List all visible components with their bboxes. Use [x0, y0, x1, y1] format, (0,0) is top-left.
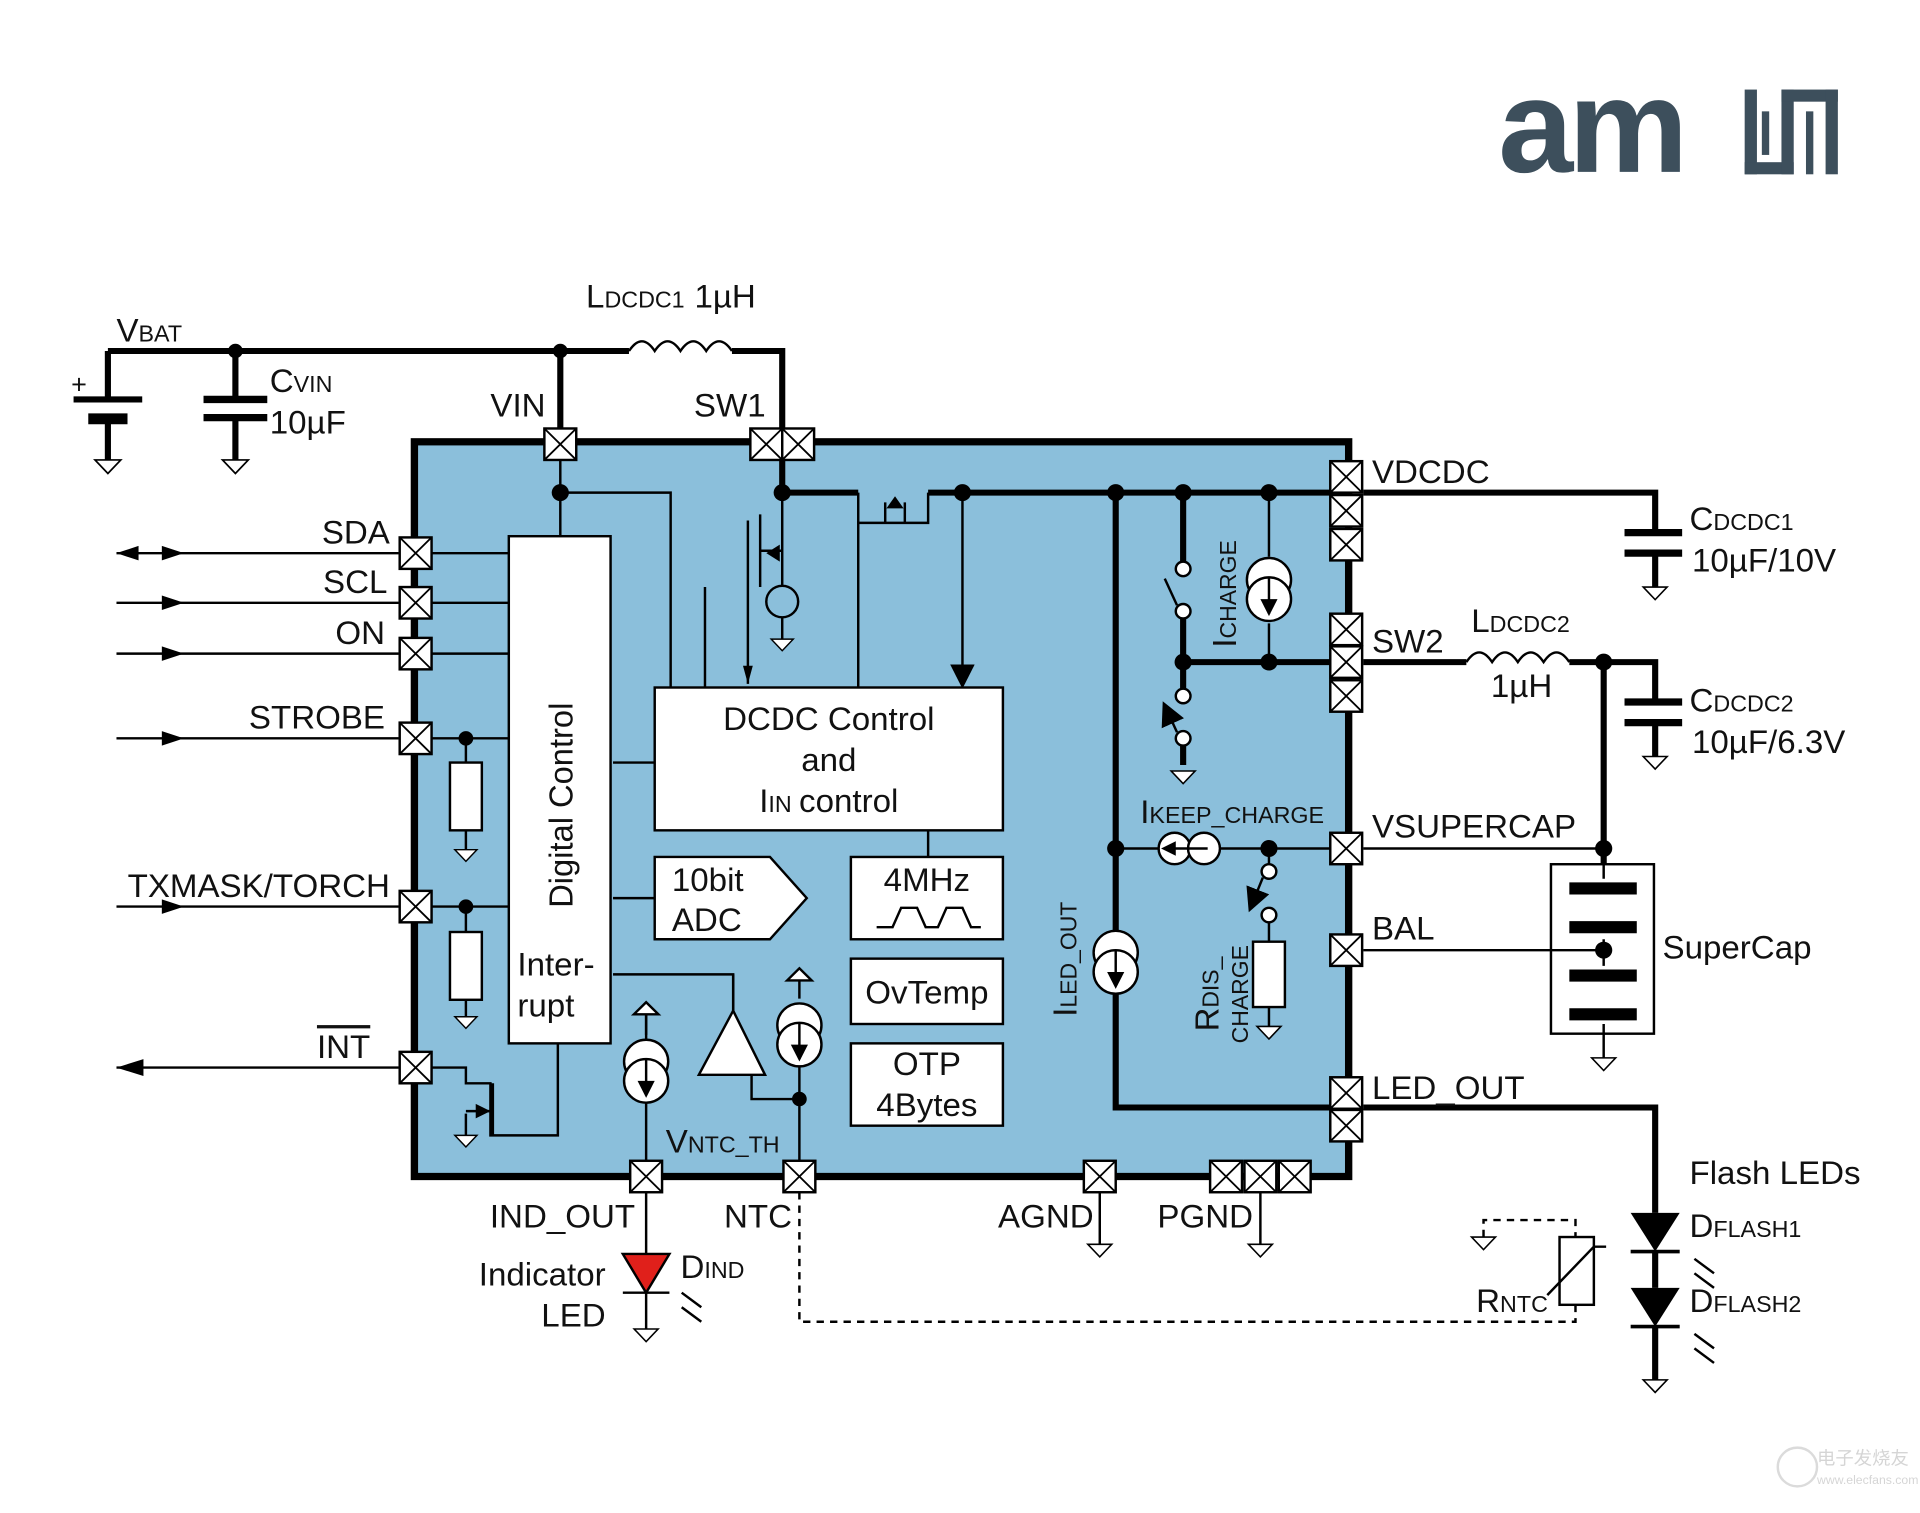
cdcdc2-value: 10µF/6.3V: [1692, 723, 1845, 760]
adc-label-1: 10bit: [672, 861, 744, 898]
indicator-led-label-2: LED: [541, 1297, 605, 1334]
pin-strobe-label: STROBE: [249, 699, 385, 736]
pin-sda: [398, 536, 433, 571]
internal-wiring: [116, 459, 1715, 1394]
input-wiring: +: [71, 340, 786, 475]
clock-waveform-icon: [876, 906, 981, 929]
pin-strobe: [398, 721, 433, 756]
ams-logo: am: [1498, 53, 1838, 201]
icharge-label: ICHARGE: [1206, 540, 1243, 647]
elecfans-logo-icon: [1776, 1446, 1819, 1488]
watermark: 电子发烧友 www.elecfans.com: [1776, 1446, 1918, 1488]
otp-label-1: OTP: [893, 1045, 961, 1082]
pin-led-out-label: LED_OUT: [1372, 1069, 1525, 1106]
cdcdc1-label: CDCDC1: [1690, 500, 1794, 537]
pin-sw2-label: SW2: [1372, 623, 1444, 660]
cdcdc2-label: CDCDC2: [1690, 682, 1794, 719]
pin-ind-out-label: IND_OUT: [490, 1198, 635, 1235]
pin-txmask-label: TXMASK/TORCH: [128, 867, 390, 904]
digital-control-block: [507, 534, 612, 1045]
vbat-label: VBAT: [116, 312, 182, 349]
pin-int-label: INT: [317, 1028, 370, 1065]
ovtemp-block: [849, 957, 1005, 1026]
otp-block: [849, 1042, 1005, 1127]
pin-sda-label: SDA: [322, 514, 390, 551]
iled-out-label: ILED_OUT: [1046, 902, 1083, 1017]
svg-text:am: am: [1498, 53, 1683, 201]
cdcdc1-value: 10µF/10V: [1692, 542, 1836, 579]
cvin-value: 10µF: [270, 404, 346, 441]
dflash1-label: DFLASH1: [1690, 1207, 1802, 1244]
interrupt-label-1: Inter-: [517, 946, 594, 983]
adc-label-2: ADC: [672, 901, 742, 938]
digital-control-label: Digital Control: [542, 703, 579, 908]
pin-scl: [398, 585, 433, 620]
cvin-label: CVIN: [270, 362, 333, 399]
ldcdc2-label: LDCDC2: [1471, 602, 1570, 639]
pin-vsupercap-label: VSUPERCAP: [1372, 808, 1576, 845]
rntc-label: RNTC: [1476, 1282, 1548, 1319]
indicator-led-label-1: Indicator: [479, 1256, 606, 1293]
rdis-charge-label: RDIS_: [1189, 955, 1226, 1031]
svg-text:电子发烧友: 电子发烧友: [1817, 1448, 1909, 1469]
vntc-th-label: VNTC_TH: [666, 1122, 780, 1159]
pin-sw1: [780, 427, 816, 462]
pin-vin: [543, 427, 578, 462]
svg-text:www.elecfans.com: www.elecfans.com: [1816, 1473, 1918, 1487]
ikeep-charge-label: IKEEP_CHARGE: [1140, 793, 1324, 830]
pin-sw1-label: SW1: [694, 387, 766, 424]
adc-block: [653, 855, 809, 941]
svg-text:+: +: [71, 370, 87, 400]
pin-ntc-label: NTC: [724, 1198, 792, 1235]
flash-leds-label: Flash LEDs: [1690, 1154, 1861, 1191]
pin-agnd-label: AGND: [998, 1198, 1094, 1235]
pin-txmask: [398, 889, 433, 924]
dcdc-label-2: and: [801, 741, 856, 778]
pin-pgnd-label: PGND: [1157, 1198, 1253, 1235]
pin-int: [398, 1050, 433, 1085]
ovtemp-label: OvTemp: [865, 974, 988, 1011]
pin-sw1: [749, 427, 784, 462]
otp-label-2: 4Bytes: [876, 1086, 977, 1123]
supercap-label: SuperCap: [1663, 929, 1812, 966]
rdis-charge-label-2: CHARGE: [1227, 945, 1253, 1043]
dcdc-control-block: [653, 686, 1005, 832]
oscillator-block: [849, 855, 1005, 941]
pin-on: [398, 636, 433, 671]
dcdc-label-1: DCDC Control: [723, 700, 934, 737]
indicator-led-symbol: [620, 1252, 672, 1296]
oscillator-label: 4MHz: [884, 861, 970, 898]
pin-vin-label: VIN: [490, 387, 545, 424]
dflash2-label: DFLASH2: [1690, 1282, 1802, 1319]
pin-on-label: ON: [335, 614, 385, 651]
pin-bal-label: BAL: [1372, 909, 1435, 946]
pin-vdcdc-label: VDCDC: [1372, 453, 1490, 490]
interrupt-label-2: rupt: [517, 987, 574, 1024]
dind-label: DIND: [680, 1248, 744, 1285]
pin-scl-label: SCL: [323, 563, 387, 600]
ldcdc2-value: 1µH: [1491, 667, 1552, 704]
